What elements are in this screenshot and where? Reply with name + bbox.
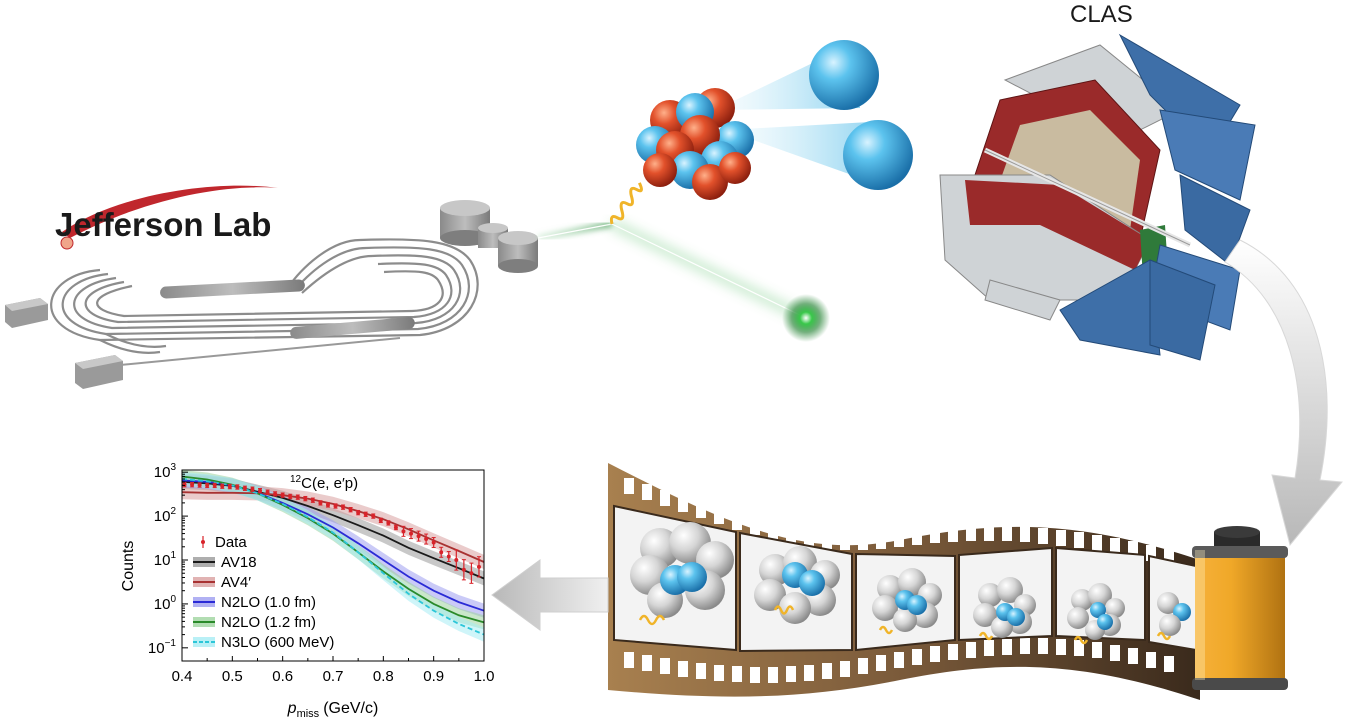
data-point [318, 501, 322, 505]
x-axis-label-main: p [287, 700, 297, 717]
clas-detector-icon: CLAS [940, 1, 1255, 360]
data-point [477, 565, 481, 569]
x-tick-label: 1.0 [474, 668, 495, 685]
data-point [213, 483, 217, 487]
legend-data-dot [201, 540, 205, 544]
data-point [228, 485, 232, 489]
x-tick-label: 0.8 [373, 668, 394, 685]
data-point [394, 526, 398, 530]
curved-arrow-to-film-icon [1225, 240, 1342, 545]
jefferson-lab-accelerator: Jefferson Lab [5, 186, 538, 389]
data-point [386, 521, 390, 525]
data-point [401, 529, 405, 533]
experimental-halls-cylinders [440, 200, 538, 273]
data-point [266, 490, 270, 494]
data-point [447, 555, 451, 559]
data-point [296, 495, 300, 499]
x-axis-label-sub: miss [297, 708, 320, 718]
x-tick-label: 0.7 [323, 668, 344, 685]
missing-momentum-chart: 0.4 0.5 0.6 0.7 0.8 0.9 1.0 103 102 101 100 10−1 1… [120, 462, 494, 718]
legend-label-series: N3LO (600 MeV) [221, 634, 334, 651]
data-point [334, 504, 338, 508]
data-point [469, 571, 473, 575]
data-point [417, 534, 421, 538]
legend-label-series: N2LO (1.0 fm) [221, 594, 316, 611]
recirculation-arcs [51, 239, 477, 352]
data-point [356, 511, 360, 515]
clas-label: CLAS [1070, 1, 1133, 28]
film-strip [608, 463, 1288, 700]
data-point [303, 497, 307, 501]
data-point [454, 558, 458, 562]
y-tick-label: 103 [154, 462, 177, 481]
data-point [183, 483, 187, 487]
data-point [250, 487, 254, 491]
data-point [364, 512, 368, 516]
data-point [349, 508, 353, 512]
data-point [243, 486, 247, 490]
y-axis-label: Counts [120, 541, 137, 592]
data-point [198, 483, 202, 487]
data-point [311, 498, 315, 502]
scattered-electron-glow-icon [782, 294, 830, 342]
x-axis-ticks: 0.4 0.5 0.6 0.7 0.8 0.9 1.0 [172, 656, 495, 685]
electron-beam [538, 183, 830, 342]
carbon-nucleus-icon [636, 40, 913, 200]
data-point [326, 503, 330, 507]
jefferson-lab-logo-text: Jefferson Lab [55, 206, 271, 243]
x-axis-label-unit: (GeV/c) [323, 700, 378, 717]
data-point [235, 485, 239, 489]
data-point [205, 483, 209, 487]
data-point [190, 483, 194, 487]
data-point [462, 568, 466, 572]
y-tick-label: 10−1 [148, 638, 177, 657]
film-canister-icon [1192, 526, 1288, 690]
data-point [273, 492, 277, 496]
legend-label-series: AV4′ [221, 574, 251, 591]
data-point [341, 505, 345, 509]
chart-title: 12C(e, e′p) [290, 474, 358, 492]
data-point [258, 489, 262, 493]
legend-label-series: N2LO (1.2 fm) [221, 614, 316, 631]
data-point [281, 493, 285, 497]
data-point [439, 550, 443, 554]
y-tick-label: 100 [154, 594, 177, 613]
data-point [432, 541, 436, 545]
y-tick-label: 102 [154, 506, 177, 525]
arrow-to-plot-icon [492, 560, 608, 630]
chart-title-main: C(e, e′p) [301, 475, 358, 492]
data-point [409, 532, 413, 536]
x-axis-label: pmiss(GeV/c) [287, 700, 379, 718]
legend-label-data: Data [215, 534, 247, 551]
data-point [220, 484, 224, 488]
virtual-photon-wave-icon [602, 183, 651, 225]
legend-label-series: AV18 [221, 554, 257, 571]
x-tick-label: 0.4 [172, 668, 193, 685]
chart-title-superscript: 12 [290, 474, 302, 485]
x-tick-label: 0.5 [222, 668, 243, 685]
x-tick-label: 0.9 [423, 668, 444, 685]
y-tick-label: 101 [154, 550, 177, 569]
x-tick-label: 0.6 [272, 668, 293, 685]
data-point [424, 537, 428, 541]
data-point [288, 494, 292, 498]
data-point [371, 514, 375, 518]
data-point [379, 518, 383, 522]
